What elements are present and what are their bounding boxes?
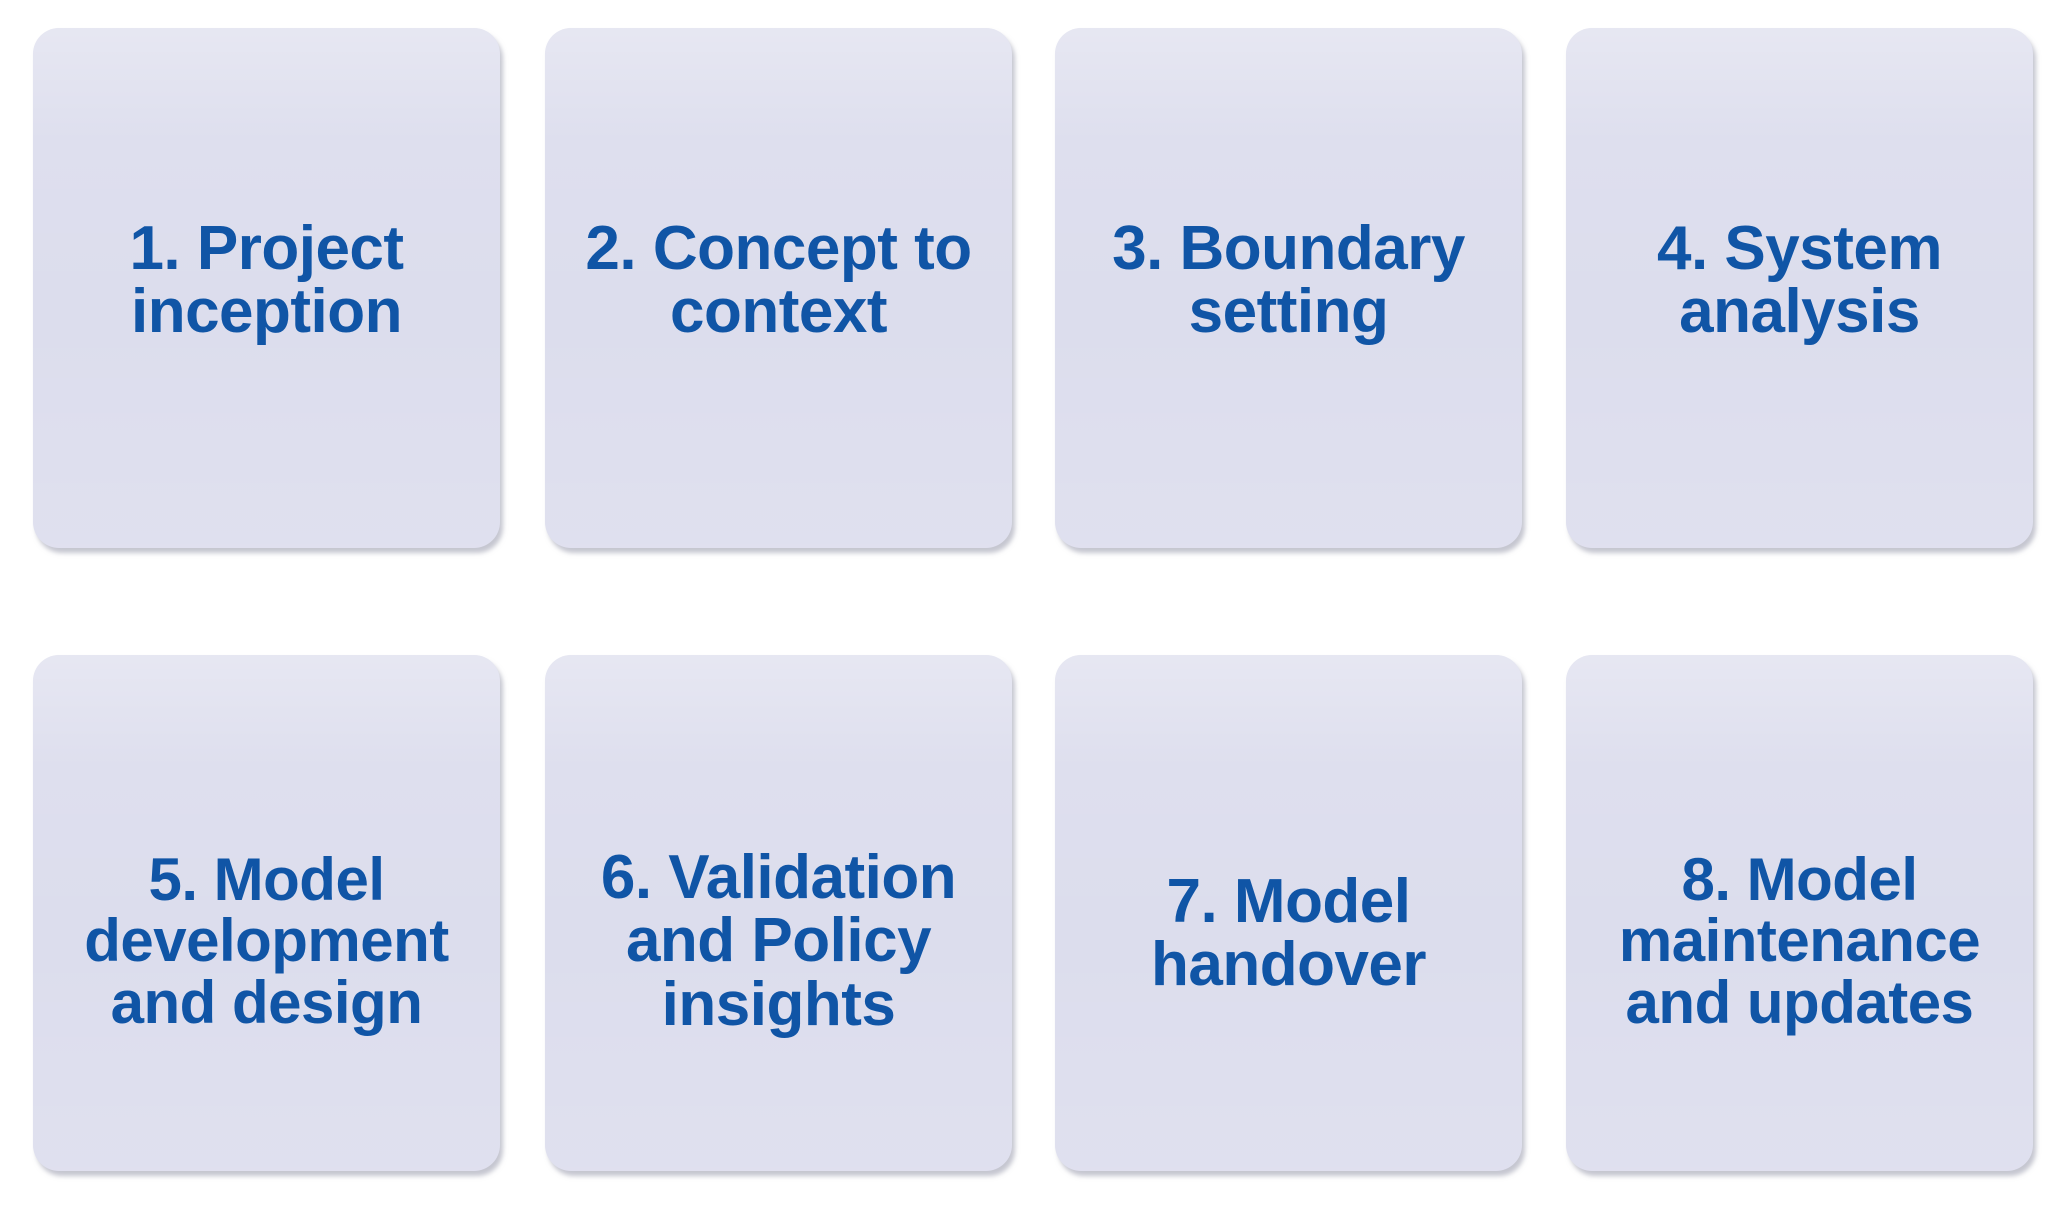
step-card-6-label: 6. Validation and Policy insights <box>600 843 957 1039</box>
step-card-2[interactable]: 2. Concept to context <box>545 28 1012 548</box>
step-card-3-label: 3. Boundary setting <box>1112 213 1465 346</box>
step-card-5-label: 5. Model development and design <box>84 846 449 1036</box>
step-card-7[interactable]: 7. Model handover <box>1055 655 1522 1171</box>
step-card-1[interactable]: 1. Project inception <box>33 28 500 548</box>
step-card-6[interactable]: 6. Validation and Policy insights <box>545 655 1012 1171</box>
step-card-1-label: 1. Project inception <box>129 213 404 346</box>
step-card-4-label: 4. System analysis <box>1656 213 1943 346</box>
step-card-8[interactable]: 8. Model maintenance and updates <box>1566 655 2033 1171</box>
step-card-4[interactable]: 4. System analysis <box>1566 28 2033 548</box>
step-card-7-label: 7. Model handover <box>1150 866 1427 999</box>
step-card-5[interactable]: 5. Model development and design <box>33 655 500 1171</box>
step-card-2-label: 2. Concept to context <box>585 213 972 346</box>
step-card-8-label: 8. Model maintenance and updates <box>1618 846 1981 1036</box>
step-card-3[interactable]: 3. Boundary setting <box>1055 28 1522 548</box>
